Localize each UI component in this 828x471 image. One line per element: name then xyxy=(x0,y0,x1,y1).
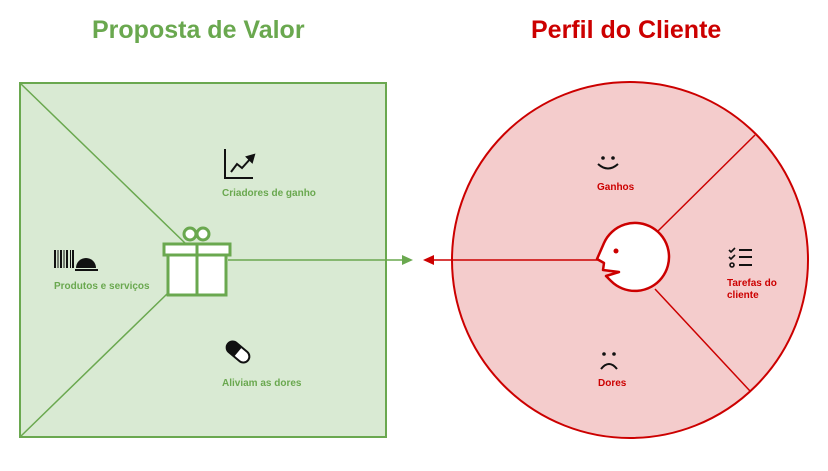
customer-profile-title: Perfil do Cliente xyxy=(531,16,722,44)
smile-icon xyxy=(597,156,619,170)
label-gains: Ganhos xyxy=(597,182,635,193)
customer-face-icon xyxy=(595,221,671,293)
divider-line-lower xyxy=(654,288,751,392)
divider-line-upper xyxy=(656,134,756,233)
divider-line-bottom xyxy=(19,292,169,438)
arrowhead-green xyxy=(402,255,413,265)
divider-line-top xyxy=(19,82,187,245)
label-pains: Dores xyxy=(598,378,627,389)
label-products-services: Produtos e serviços xyxy=(54,281,150,292)
label-gain-creators: Criadores de ganho xyxy=(222,188,316,199)
gift-icon xyxy=(162,226,232,297)
pill-icon xyxy=(225,340,251,364)
label-pain-relievers: Aliviam as dores xyxy=(222,378,302,389)
label-customer-jobs: Tarefas do cliente xyxy=(727,278,777,301)
value-proposition-title: Proposta de Valor xyxy=(92,16,305,44)
checklist-icon xyxy=(728,247,752,268)
chart-growth-icon xyxy=(224,149,256,179)
arrowhead-red xyxy=(423,255,434,265)
barcode-service-bell-icon xyxy=(54,250,98,271)
frown-icon xyxy=(600,352,618,370)
